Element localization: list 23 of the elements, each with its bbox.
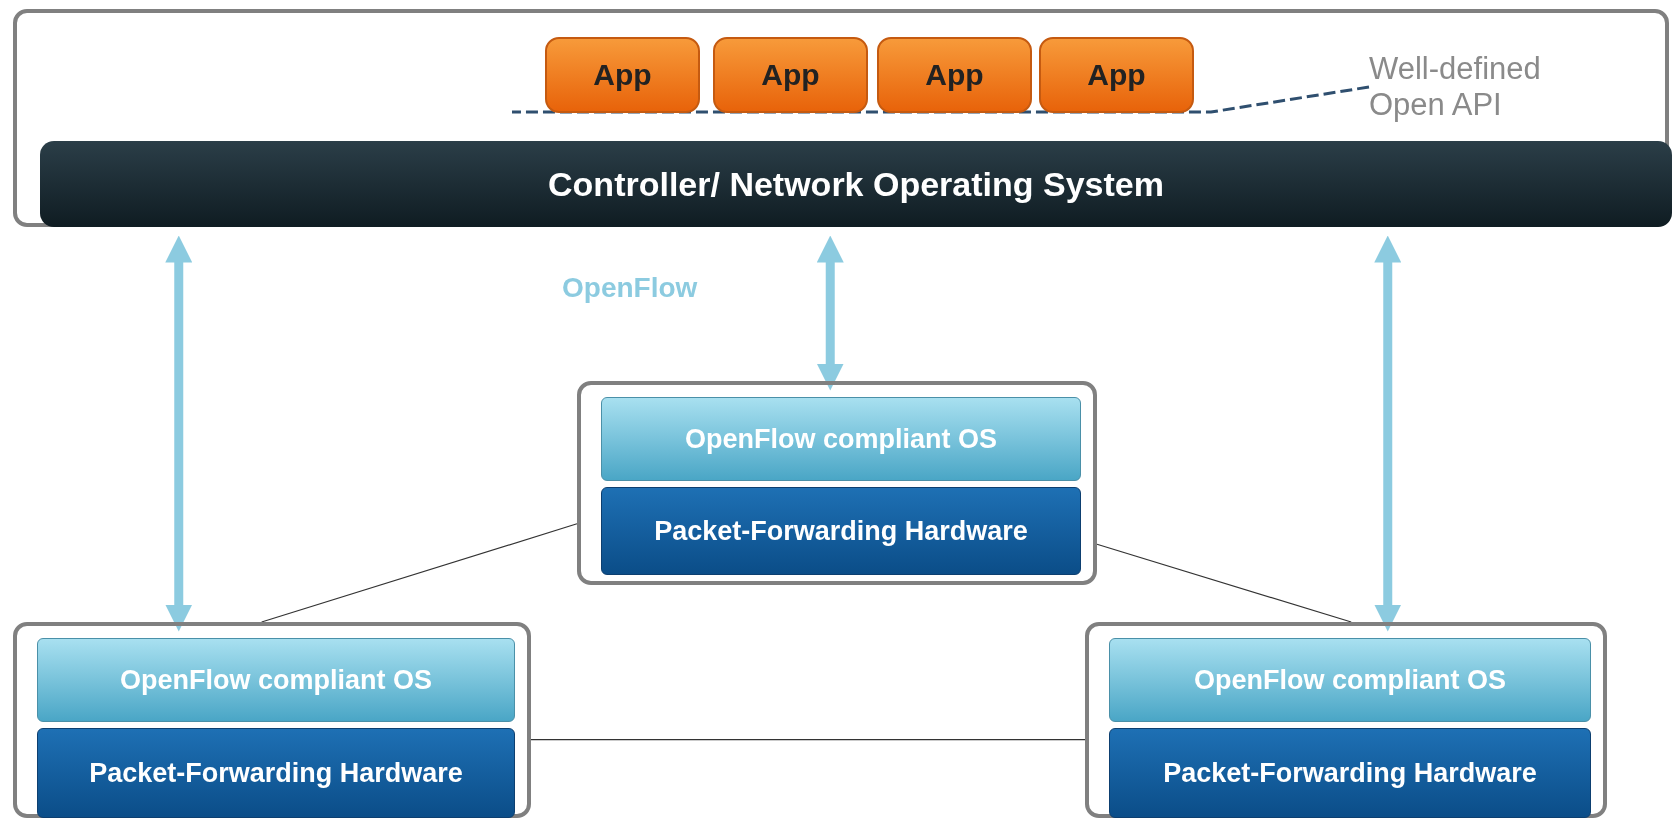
hardware-layer-box: Packet-Forwarding Hardware	[1109, 728, 1591, 818]
app-box: App	[713, 37, 868, 113]
double-arrow	[165, 235, 193, 632]
double-arrow	[816, 235, 844, 391]
os-layer-box: OpenFlow compliant OS	[601, 397, 1081, 481]
link-line	[261, 523, 578, 623]
os-layer-box: OpenFlow compliant OS	[37, 638, 515, 722]
app-box: App	[545, 37, 700, 113]
switch-frame	[577, 381, 1097, 585]
link-line	[1096, 543, 1352, 623]
switch-frame	[1085, 622, 1607, 818]
app-box: App	[877, 37, 1032, 113]
controller-bar: Controller/ Network Operating System	[40, 141, 1672, 227]
link-line	[530, 739, 1086, 741]
controller-frame	[13, 9, 1669, 227]
app-box: App	[1039, 37, 1194, 113]
double-arrow	[1374, 235, 1402, 632]
os-layer-box: OpenFlow compliant OS	[1109, 638, 1591, 722]
api-note: Well-defined Open API	[1369, 39, 1619, 135]
switch-frame	[13, 622, 531, 818]
hardware-layer-box: Packet-Forwarding Hardware	[601, 487, 1081, 575]
leader-line	[512, 85, 1370, 114]
hardware-layer-box: Packet-Forwarding Hardware	[37, 728, 515, 818]
